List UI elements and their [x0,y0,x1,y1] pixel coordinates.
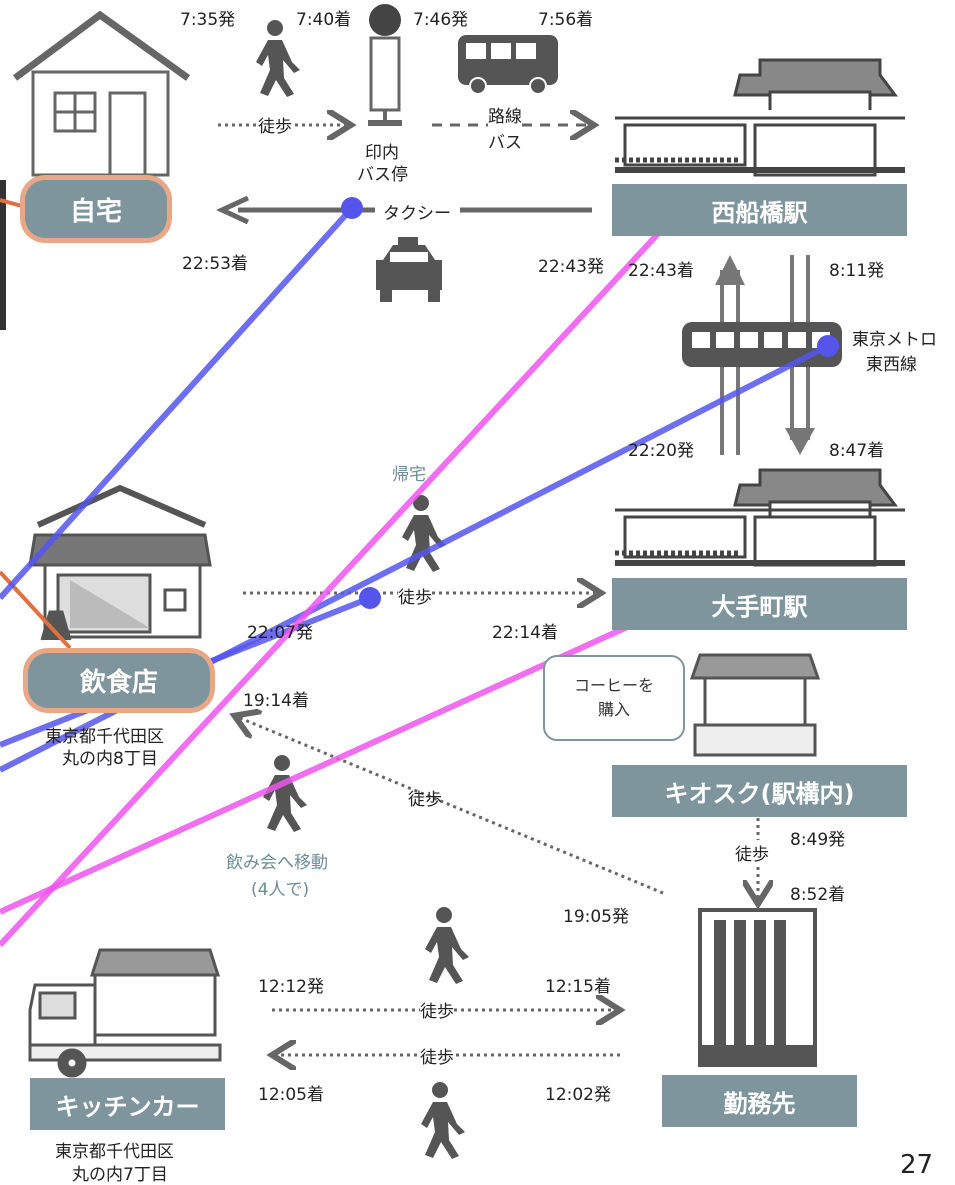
house-icon [12,10,191,177]
time-label: 22:20発 [628,441,694,461]
time-label: 12:12発 [258,977,324,997]
pedestrian-icon [421,1082,465,1159]
drinking-move-label-line1: 飲み会へ移動 [226,853,328,873]
restaurant-address-line2: 丸の内8丁目 [62,749,158,769]
bus-icon [458,35,558,95]
kiosk-label: キオスク(駅構内) [612,765,907,817]
time-label: 22:14着 [492,623,558,643]
walk-label: 徒歩 [420,997,454,1022]
page-number: 27 [900,1150,934,1180]
time-label: 8:47着 [829,441,885,461]
restaurant-label: 飲食店 [28,653,210,708]
time-label: 7:40着 [296,10,352,30]
taxi-arrow-head [216,195,250,225]
time-label: 12:02発 [545,1085,611,1105]
bubble-text-line2: 購入 [597,700,630,719]
kiosk-icon [689,653,821,757]
metro-label-line1: 東京メトロ [852,330,937,350]
time-label: 7:46発 [413,10,469,30]
pedestrian-icon [256,20,300,97]
blue-point-taxi [341,197,363,219]
kitchencar-label: キッチンカー [30,1078,225,1130]
office-building-icon [698,908,817,1067]
bus-label-line2: バス [488,133,522,153]
walk-label: 徒歩 [735,840,769,865]
pedestrian-icon [263,755,307,832]
kitchencar-address-line2: 丸の内7丁目 [72,1165,168,1185]
shop-icon [28,484,212,641]
blue-track-1 [0,205,355,601]
office-label: 勤務先 [662,1075,857,1127]
bus-label-line1: 路線 [488,102,522,127]
time-label: 22:53着 [182,254,248,274]
time-label: 8:11発 [829,261,885,281]
taxi-icon [376,237,442,302]
station-icon [615,58,905,177]
metro-label-line2: 東西線 [866,355,917,375]
home-label: 自宅 [25,180,167,238]
bus-stop-label-line1: 印内 [365,143,399,163]
walk-label: 徒歩 [420,1043,454,1068]
nishifunabashi-station-label: 西船橋駅 [612,184,907,236]
kitchen-car-icon [28,948,222,1078]
pink-track-1 [0,207,683,948]
coffee-purchase-bubble: コーヒーを 購入 [543,655,685,741]
time-label: 22:43着 [628,261,694,281]
bus-stop-icon [368,4,402,126]
bus-stop-label-line2: バス停 [357,165,408,185]
orange-track-1 [0,198,23,208]
restaurant-address-line1: 東京都千代田区 [45,727,164,747]
drinking-move-label-line2: (4人で) [251,880,310,900]
bubble-text-line1: コーヒーを [573,676,654,695]
otemachi-station-label: 大手町駅 [612,578,907,630]
time-label: 19:05発 [563,907,629,927]
train-icon [682,255,842,455]
left-frame [0,180,6,330]
blue-point-metro [817,335,839,357]
walk-label: 徒歩 [398,583,432,608]
blue-point-walk [359,587,381,609]
time-label: 12:05着 [258,1085,324,1105]
kitchencar-address-line1: 東京都千代田区 [55,1142,174,1162]
time-label: 19:14着 [243,691,309,711]
pink-track-2 [0,600,682,915]
walk-label: 徒歩 [408,790,442,810]
pedestrian-icon [425,907,469,984]
return-home-label: 帰宅 [392,465,426,485]
time-label: 8:52着 [790,885,846,905]
time-label: 7:56着 [538,10,594,30]
time-label: 22:43発 [538,257,604,277]
time-label: 12:15着 [545,977,611,997]
station-icon [615,468,905,567]
walk-label: 徒歩 [258,112,292,137]
time-label: 22:07発 [247,623,313,643]
time-label: 7:35発 [180,10,236,30]
taxi-label: タクシー [383,204,451,224]
time-label: 8:49発 [790,830,846,850]
